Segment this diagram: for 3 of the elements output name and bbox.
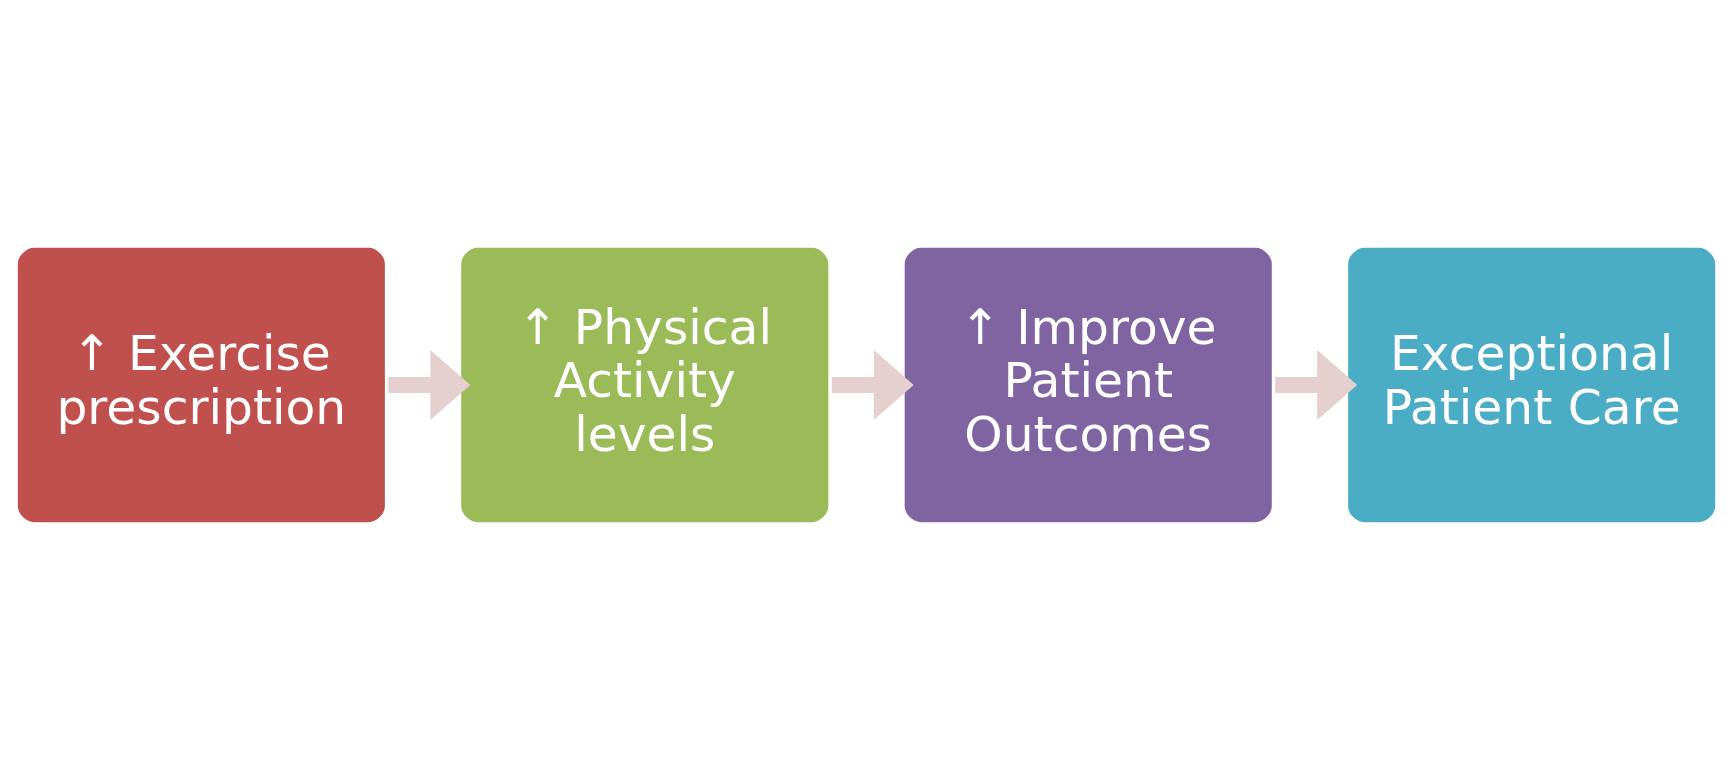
- arrow: [1275, 349, 1358, 420]
- arrow: [831, 349, 914, 420]
- arrow: [388, 349, 471, 420]
